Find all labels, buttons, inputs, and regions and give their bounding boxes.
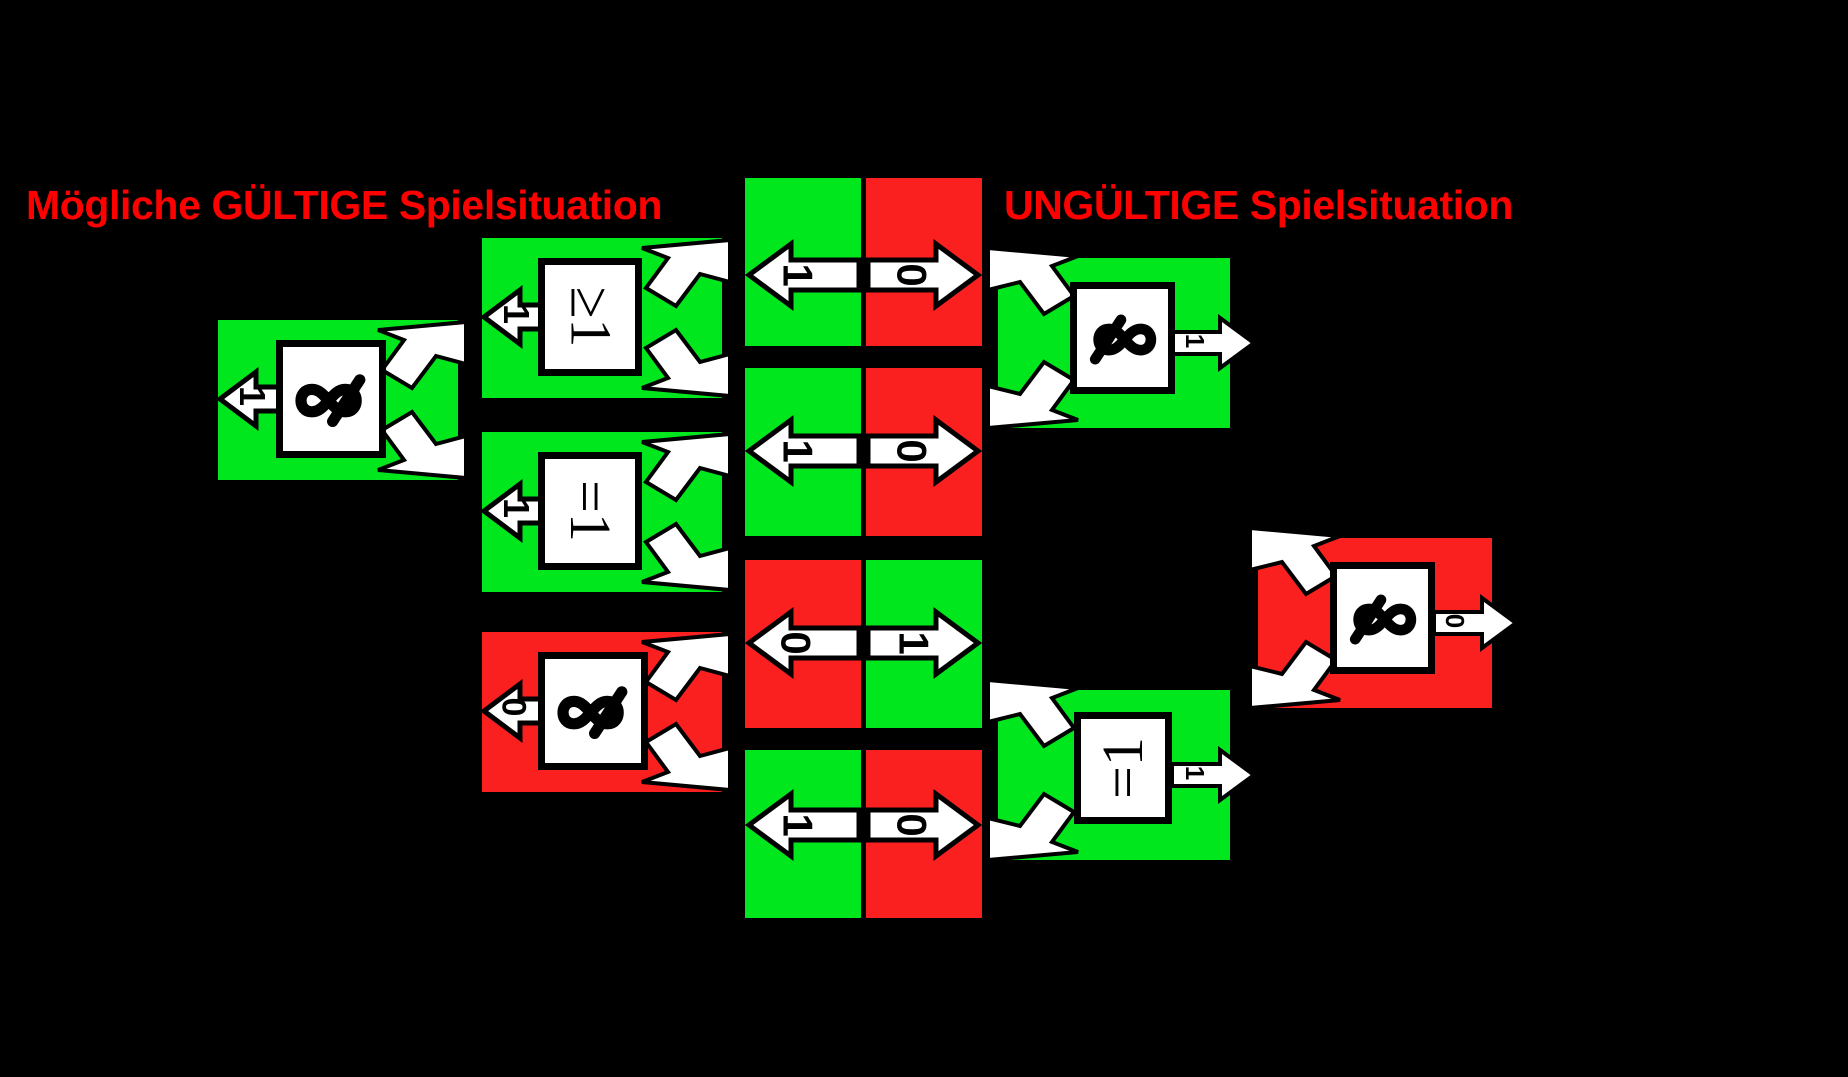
signal-label-m1-left: 1 bbox=[774, 263, 822, 287]
signal-arrow-m3-left bbox=[744, 607, 862, 679]
signal-label-m3-left: 0 bbox=[772, 631, 820, 655]
gate-text-right-c1-2: =1 bbox=[1090, 737, 1155, 799]
signal-arrow-m4-right bbox=[865, 789, 983, 861]
signal-arrow-m4-left bbox=[744, 789, 862, 861]
crossed-infinity-icon bbox=[557, 686, 628, 739]
signal-arrow-m2-right bbox=[865, 415, 983, 487]
input-arrow-right-c1-1-top bbox=[986, 244, 1082, 324]
signal-label-m2-left: 1 bbox=[774, 439, 822, 463]
crossed-infinity-icon bbox=[1349, 594, 1417, 645]
output-arrow-label-left-c2-3: 0 bbox=[494, 697, 533, 717]
input-arrow-right-c2-1-bottom bbox=[1248, 632, 1344, 712]
signal-label-m2-right: 0 bbox=[888, 439, 936, 463]
symbol-box-right-c1-1 bbox=[1070, 282, 1175, 394]
symbol-box-right-c1-2: =1 bbox=[1074, 712, 1172, 824]
title-valid-situation: Mögliche GÜLTIGE Spielsituation bbox=[26, 182, 663, 228]
symbol-box-left-c1-1 bbox=[276, 340, 386, 458]
output-arrow-right-c1-2 bbox=[1168, 746, 1258, 804]
input-arrow-right-c1-1-bottom bbox=[986, 352, 1082, 432]
signal-arrow-m1-left bbox=[744, 239, 862, 311]
input-arrow-left-c2-2-bottom bbox=[641, 518, 734, 596]
input-arrow-left-c1-1-bottom bbox=[377, 406, 470, 484]
symbol-box-left-c2-3 bbox=[538, 652, 648, 770]
gate-text-left-c2-1: ≥1 bbox=[558, 286, 623, 348]
output-arrow-label-left-c1-1: 1 bbox=[232, 385, 274, 407]
crossed-infinity-icon bbox=[295, 374, 366, 427]
signal-arrow-m3-right bbox=[865, 607, 983, 679]
input-arrow-left-c2-2-top bbox=[641, 428, 734, 506]
input-arrow-right-c1-2-top bbox=[986, 676, 1082, 756]
signal-arrow-m2-left bbox=[744, 415, 862, 487]
output-arrow-label-right-c2-1: 0 bbox=[1440, 613, 1471, 629]
input-arrow-right-c1-2-bottom bbox=[986, 784, 1082, 864]
input-arrow-right-c2-1-top bbox=[1248, 524, 1344, 604]
input-arrow-left-c2-1-bottom bbox=[641, 324, 734, 402]
signal-label-m3-right: 1 bbox=[890, 631, 938, 655]
input-arrow-left-c2-3-bottom bbox=[641, 718, 734, 796]
signal-label-m1-right: 0 bbox=[888, 263, 936, 287]
crossed-infinity-icon bbox=[1089, 314, 1157, 365]
output-arrow-label-left-c2-2: 1 bbox=[496, 497, 538, 519]
output-arrow-label-right-c1-2: 1 bbox=[1180, 765, 1211, 781]
symbol-box-left-c2-2: =1 bbox=[538, 452, 642, 570]
input-arrow-left-c2-1-top bbox=[641, 234, 734, 312]
symbol-box-left-c2-1: ≥1 bbox=[538, 258, 642, 376]
title-invalid-situation: UNGÜLTIGE Spielsituation bbox=[1004, 182, 1513, 228]
output-arrow-label-left-c2-1: 1 bbox=[496, 303, 538, 325]
gate-text-left-c2-2: =1 bbox=[558, 480, 623, 542]
input-arrow-left-c2-3-top bbox=[641, 628, 734, 706]
symbol-box-right-c2-1 bbox=[1330, 562, 1435, 674]
input-arrow-left-c1-1-top bbox=[377, 316, 470, 394]
signal-arrow-m1-right bbox=[865, 239, 983, 311]
signal-label-m4-right: 0 bbox=[888, 813, 936, 837]
output-arrow-label-right-c1-1: 1 bbox=[1180, 333, 1211, 349]
signal-label-m4-left: 1 bbox=[774, 813, 822, 837]
